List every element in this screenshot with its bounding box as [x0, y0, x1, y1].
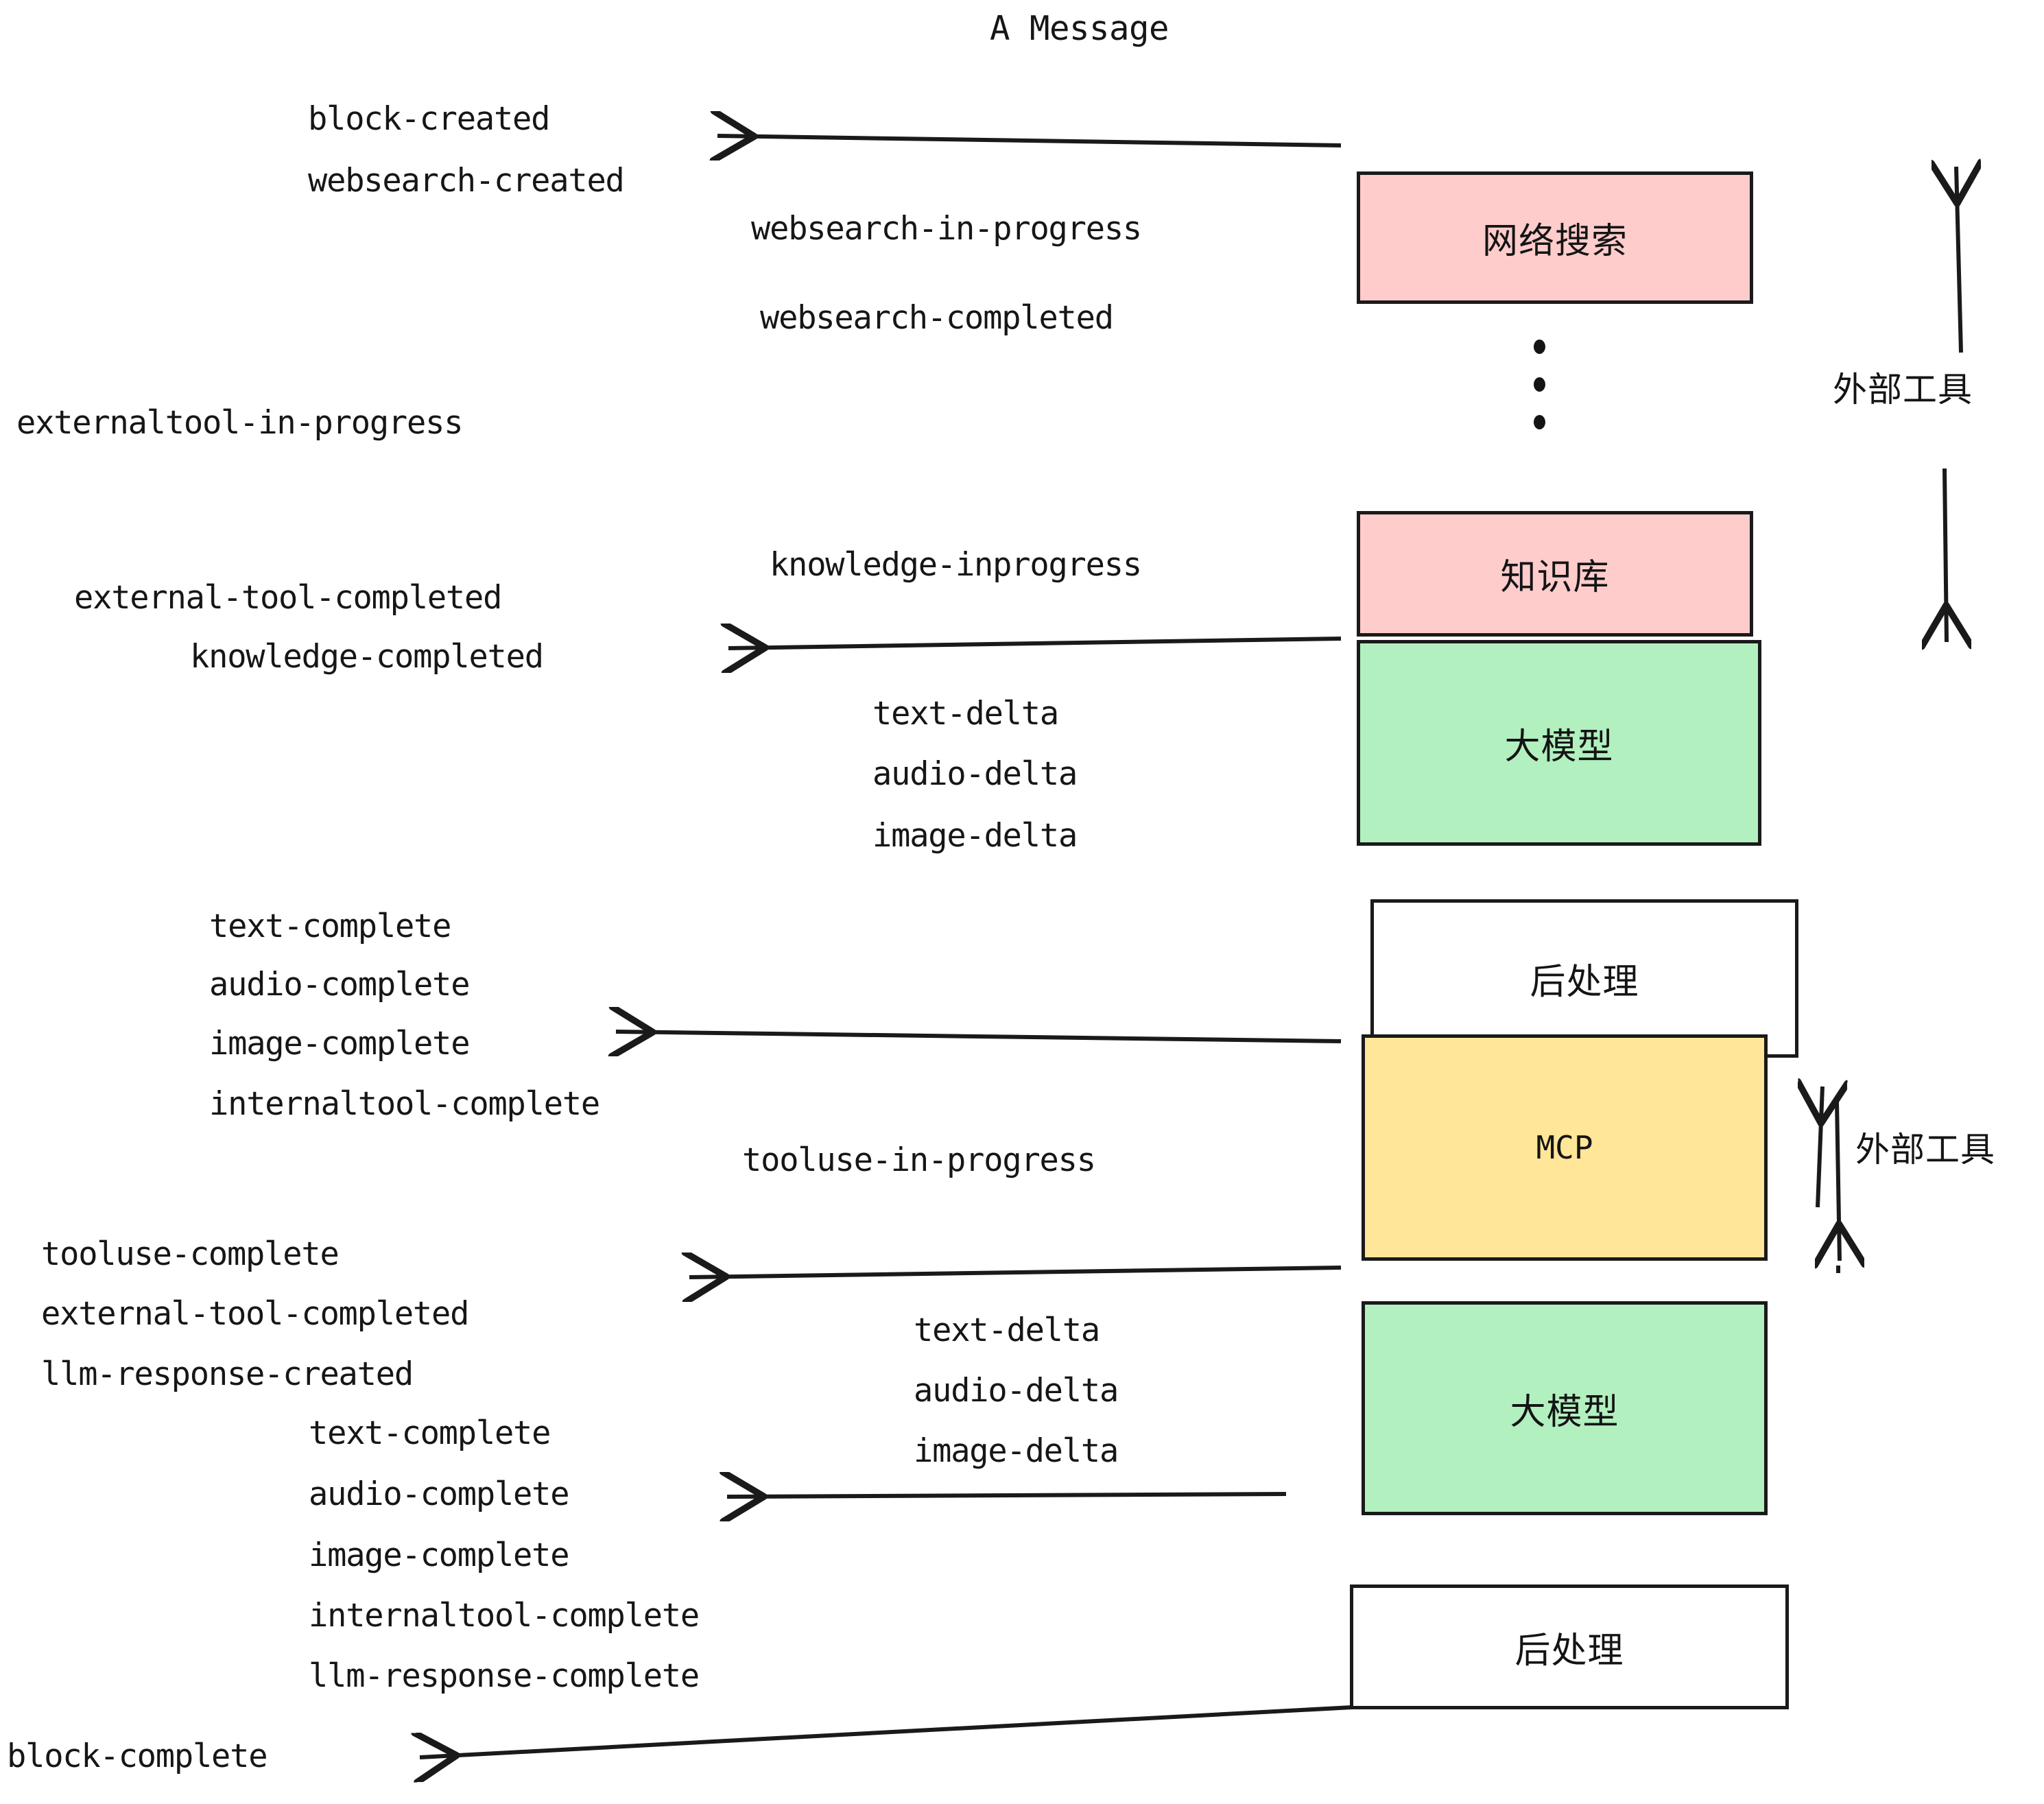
side-label-external-tool-bottom: 外部工具 — [1855, 1130, 1995, 1170]
ellipsis-dot — [1534, 377, 1545, 392]
node-post-process-2-label: 后处理 — [1514, 1630, 1624, 1672]
arrow-post2-to-blockcomplete — [420, 1705, 1366, 1757]
node-knowledge[interactable]: 知识库 — [1357, 511, 1753, 637]
arrow-external-tool-bottom-down-line — [1835, 1106, 1837, 1261]
node-llm-2[interactable]: 大模型 — [1362, 1301, 1768, 1515]
event-label-tooluse-complete: tooluse-complete — [41, 1235, 340, 1273]
arrow-external-tool-bottom-down-shaft — [1840, 1099, 1841, 1242]
event-label-block-complete: block-complete — [7, 1737, 268, 1775]
node-llm-1-label: 大模型 — [1504, 726, 1614, 768]
diagram-title: A Message — [990, 9, 1169, 48]
node-mcp-label: MCP — [1536, 1129, 1593, 1166]
ellipsis-dot — [1534, 340, 1545, 354]
arrow-mcp-down — [1837, 1102, 1840, 1261]
node-mcp[interactable]: MCP — [1362, 1034, 1768, 1261]
event-label-websearch-in-progress: websearch-in-progress — [751, 210, 1142, 248]
arrow-llm1-to-imagecomplete — [616, 1032, 1342, 1041]
event-label-image-delta-2: image-delta — [914, 1432, 1119, 1470]
event-label-internaltool-complete-2: internaltool-complete — [309, 1597, 700, 1635]
event-label-image-complete-1: image-complete — [209, 1025, 471, 1063]
event-label-websearch-created: websearch-created — [308, 162, 625, 200]
node-websearch-label: 网络搜索 — [1482, 221, 1628, 262]
event-label-audio-complete-2: audio-complete — [309, 1475, 570, 1513]
arrow-websearch-to-blockcreated — [717, 136, 1342, 145]
ellipsis-vertical — [1534, 340, 1545, 453]
event-label-audio-complete-1: audio-complete — [209, 966, 471, 1004]
event-label-llm-response-created: llm-response-created — [41, 1355, 414, 1393]
event-label-image-complete-2: image-complete — [309, 1536, 570, 1574]
event-label-image-delta-1: image-delta — [872, 817, 1078, 855]
node-websearch[interactable]: 网络搜索 — [1357, 171, 1753, 304]
event-label-text-delta-1: text-delta — [872, 695, 1059, 733]
event-label-internaltool-complete-1: internaltool-complete — [209, 1085, 600, 1123]
event-label-text-complete-2: text-complete — [309, 1414, 551, 1452]
node-knowledge-label: 知识库 — [1500, 557, 1610, 598]
event-label-external-tool-completed-2: external-tool-completed — [41, 1295, 469, 1333]
arrow-external-tool-bottom-arrow — [1837, 1097, 1840, 1262]
event-label-block-created: block-created — [308, 100, 550, 138]
event-label-external-tool-completed-1: external-tool-completed — [74, 579, 502, 617]
node-post-process-1-label: 后处理 — [1530, 962, 1639, 1003]
event-label-websearch-completed: websearch-completed — [760, 299, 1114, 337]
node-llm-1[interactable]: 大模型 — [1357, 640, 1761, 846]
arrow-external-tool-top-down — [1945, 468, 1947, 642]
arrow-external-tool-top-up — [1956, 167, 1961, 353]
event-label-llm-response-complete: llm-response-complete — [309, 1657, 700, 1695]
event-label-text-delta-2: text-delta — [914, 1312, 1100, 1349]
event-label-externaltool-in-progress: externaltool-in-progress — [16, 404, 464, 442]
node-post-process-2[interactable]: 后处理 — [1350, 1585, 1789, 1709]
event-label-knowledge-inprogress: knowledge-inprogress — [770, 546, 1142, 584]
node-post-process-1[interactable]: 后处理 — [1370, 899, 1798, 1058]
side-label-external-tool-top: 外部工具 — [1833, 370, 1973, 410]
arrow-knowledge-to-knowledgecompleted — [728, 639, 1342, 648]
event-label-audio-delta-1: audio-delta — [872, 755, 1078, 793]
event-label-text-complete-1: text-complete — [209, 907, 451, 945]
arrow-external-tool-bottom-up — [1818, 1087, 1822, 1208]
event-label-audio-delta-2: audio-delta — [914, 1372, 1119, 1410]
event-label-knowledge-completed: knowledge-completed — [190, 638, 544, 676]
event-label-tooluse-in-progress: tooluse-in-progress — [742, 1141, 1096, 1179]
arrow-mcp-to-tooluse-complete — [689, 1268, 1342, 1277]
node-llm-2-label: 大模型 — [1510, 1391, 1619, 1433]
ellipsis-dot — [1534, 415, 1545, 429]
arrow-llm2-to-audiocomplete — [727, 1494, 1287, 1497]
